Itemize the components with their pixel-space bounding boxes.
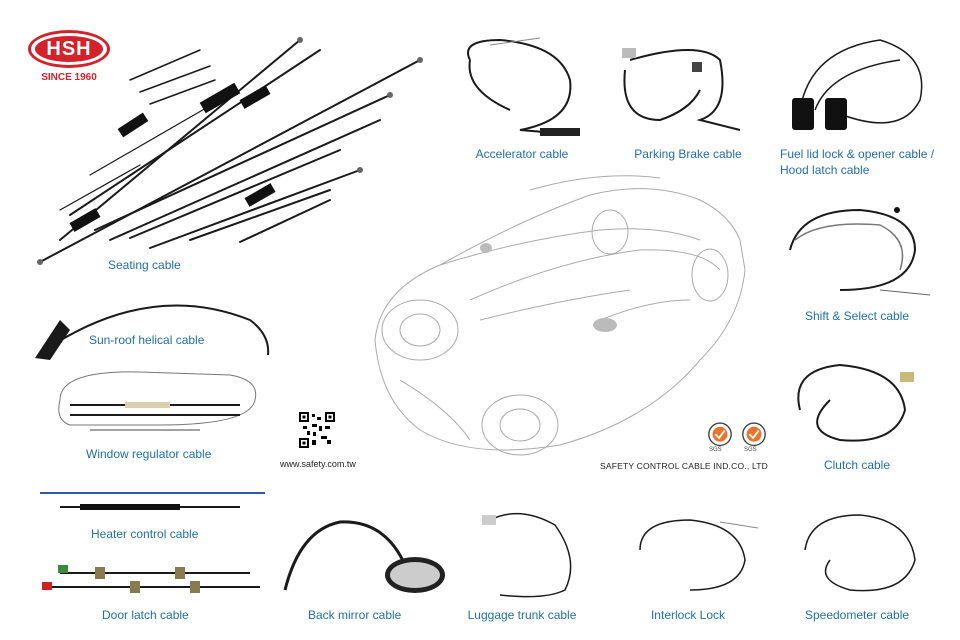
seating-cable-label: Seating cable [108,258,181,272]
logo-since: SINCE 1960 [41,72,97,83]
luggage-trunk-cable-label: Luggage trunk cable [467,608,577,622]
certification-icon-2 [742,422,766,447]
qr-code [299,412,335,448]
certification-label-1: SGS [709,447,722,453]
certification-label-2: SGS [744,447,757,453]
logo-text: HSH [35,36,103,62]
clutch-cable-label: Clutch cable [823,458,891,472]
heater-control-cable-label: Heater control cable [91,527,199,541]
speedometer-cable-label: Speedometer cable [804,608,910,622]
certification-icon-1 [708,422,732,447]
shift-select-cable-label: Shift & Select cable [804,309,910,323]
fuel-lid-cable-label-2: Hood latch cable [780,163,870,177]
window-regulator-cable-label: Window regulator cable [86,447,212,461]
website-url: www.safety.com.tw [280,459,356,469]
door-latch-cable-label: Door latch cable [102,608,189,622]
accelerator-cable-label: Accelerator cable [475,147,569,161]
sunroof-cable-label: Sun-roof helical cable [89,333,205,347]
interlock-lock-cable-label: Interlock Lock [650,608,726,622]
logo-oval: HSH [28,30,110,68]
parking-brake-cable-label: Parking Brake cable [634,147,742,161]
back-mirror-cable-label: Back mirror cable [308,608,402,622]
company-name: SAFETY CONTROL CABLE IND.CO., LTD [600,461,768,471]
hsh-logo: HSH SINCE 1960 [24,30,114,92]
fuel-lid-cable-label-1: Fuel lid lock & opener cable / [780,147,935,161]
